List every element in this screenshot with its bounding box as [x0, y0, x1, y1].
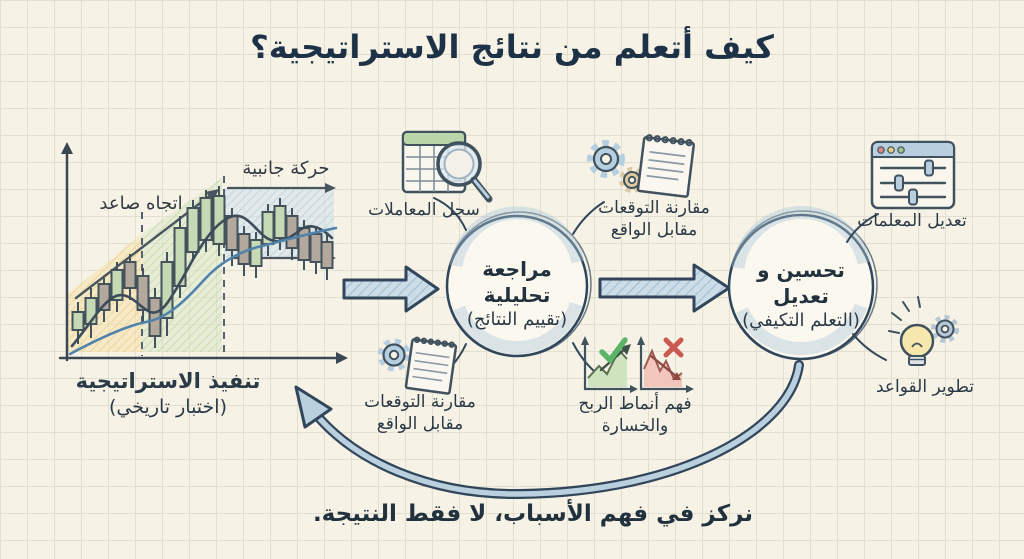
- gear-icon: [377, 338, 411, 372]
- flow-arrow-2: [598, 263, 731, 313]
- x-mark-icon: [663, 337, 684, 358]
- backtest-chart-sketch: [58, 142, 348, 364]
- patterns-line1: فهم أنماط الربح: [578, 394, 692, 414]
- gear-icon: [587, 140, 625, 178]
- footer-note: نركز في فهم الأسباب، لا فقط النتيجة.: [312, 501, 754, 527]
- loss-chart-icon: [637, 336, 694, 393]
- flow-arrow-1: [342, 265, 440, 313]
- feedback-arrowhead: [294, 385, 333, 429]
- ma-line-blue: [68, 226, 338, 356]
- expectations-top-line1: مقارنة التوقعات: [598, 198, 710, 218]
- profit-chart-icon: [581, 336, 638, 393]
- expectations-bottom-label: مقارنة التوقعات مقابل الواقع: [356, 391, 484, 435]
- review-node-subtitle: (تقييم النتائج): [466, 309, 568, 330]
- window-dot-yellow: [887, 146, 895, 154]
- slider-knobs: [894, 159, 934, 206]
- execution-caption-title: تنفيذ الاستراتيجية: [75, 369, 261, 393]
- window-dot-red: [877, 146, 885, 154]
- adjust-params-label: تعديل المعلمات: [857, 211, 967, 231]
- patterns-line2: والخسارة: [601, 416, 669, 437]
- expectations-bottom-line1: مقارنة التوقعات: [364, 392, 476, 412]
- ma-line-dark: [70, 214, 334, 348]
- review-node-title: مراجعة تحليلية: [482, 257, 552, 307]
- notebook-icon: [636, 134, 696, 198]
- review-circle: [445, 206, 592, 358]
- review-node-label: مراجعة تحليلية (تقييم النتائج): [447, 256, 587, 331]
- develop-rules-label: تطوير القواعد: [875, 377, 975, 397]
- candlesticks: [71, 186, 334, 348]
- x-axis-arrowhead: [336, 352, 348, 364]
- page-title: كيف أتعلم من نتائج الاستراتيجية؟: [250, 28, 774, 66]
- lightbulb-icon: [888, 296, 935, 366]
- expectations-bottom-line2: مقابل الواقع: [376, 414, 464, 435]
- spreadsheet-magnifier-icon: [401, 130, 493, 203]
- execution-caption: تنفيذ الاستراتيجية (اختبار تاريخي): [66, 368, 270, 420]
- expectations-top-line2: مقابل الواقع: [610, 220, 698, 241]
- window-dot-green: [897, 146, 905, 154]
- improve-node-label: تحسين و تعديل (التعلم التكيفي): [727, 257, 875, 332]
- uptrend-arrowhead: [205, 189, 219, 201]
- sideways-label: حركة جانبية: [242, 158, 330, 179]
- expectations-top-label: مقارنة التوقعات مقابل الواقع: [584, 197, 724, 241]
- lightbulb-gear-icon: [888, 296, 959, 366]
- chart-axes: [58, 150, 340, 362]
- improve-node-subtitle: (التعلم التكيفي): [742, 310, 860, 331]
- gear-notebook-icon: [377, 336, 458, 395]
- y-axis-arrowhead: [61, 142, 73, 154]
- sliders-window-icon: [870, 140, 956, 210]
- execution-caption-sub: (اختبار تاريخي): [109, 396, 227, 419]
- patterns-label: فهم أنماط الربح والخسارة: [574, 393, 696, 437]
- profit-loss-mini-charts-icon: [581, 336, 694, 393]
- uptrend-label: اتجاه صاعد: [99, 193, 183, 214]
- transaction-log-label: سجل المعاملات: [368, 200, 480, 220]
- feedback-curved-arrow: [294, 360, 804, 500]
- notebook-icon: [404, 336, 458, 395]
- checkmark-icon: [599, 337, 628, 363]
- gears-notebook-icon: [587, 134, 696, 198]
- improve-circle: [727, 205, 878, 361]
- improve-node-title: تحسين و تعديل: [757, 258, 845, 308]
- gear-icon: [931, 315, 959, 343]
- sideways-arrowhead-top: [325, 183, 336, 193]
